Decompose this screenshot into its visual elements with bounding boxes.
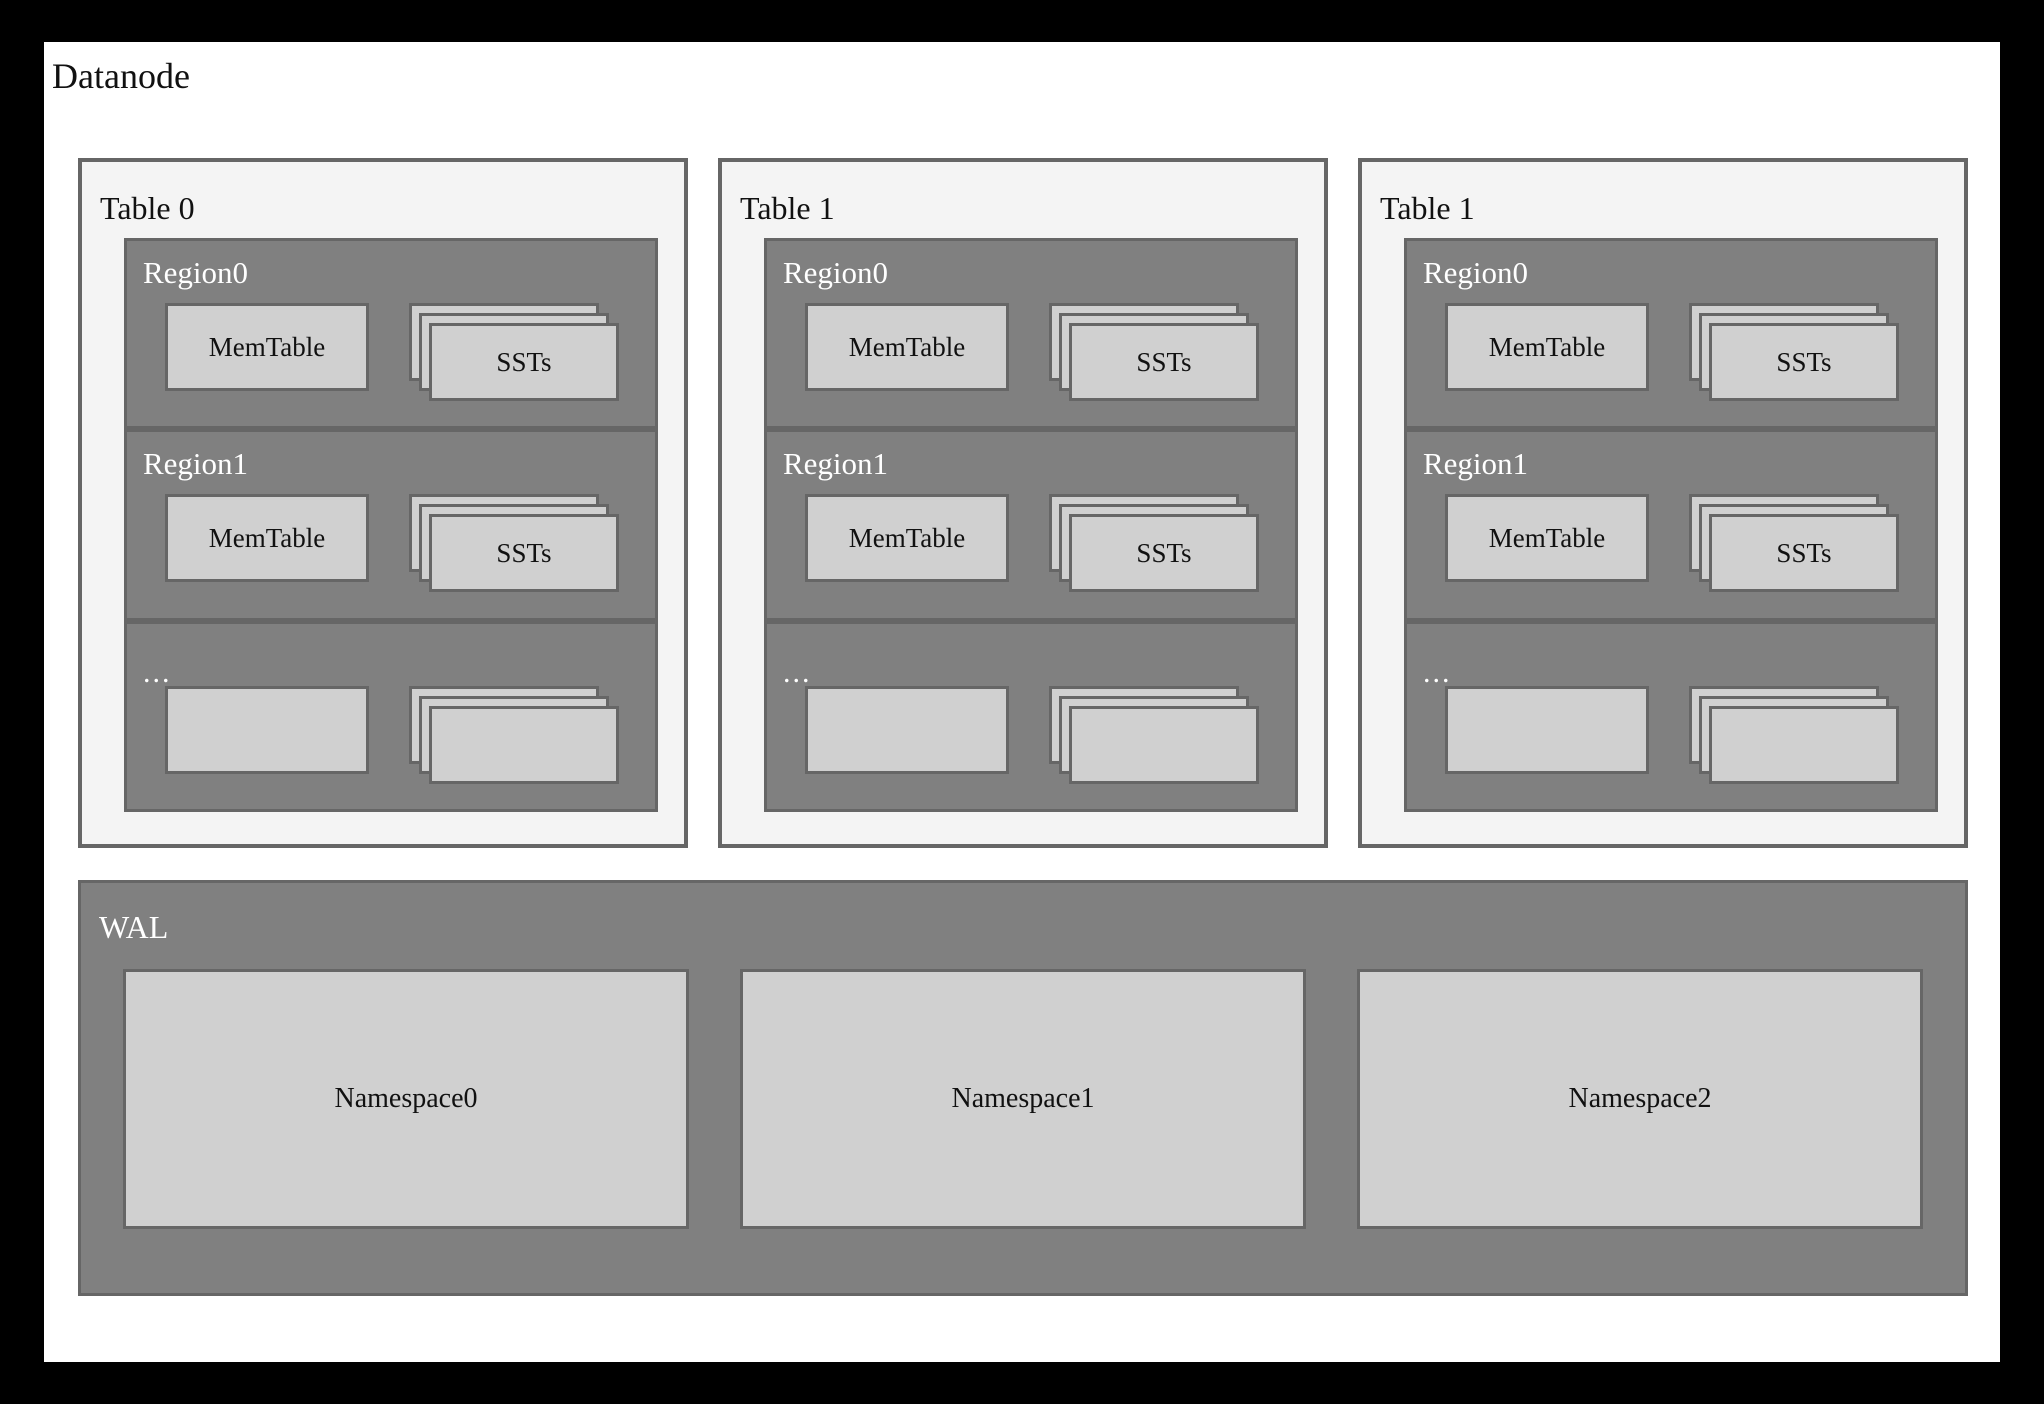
region-body: MemTable SSTs [1407,494,1935,614]
region-block[interactable]: Region1 MemTable SSTs [764,429,1298,621]
table-panel[interactable]: Table 1 Region0 MemTable SSTs Region1 [718,158,1328,848]
page-title: Datanode [52,56,190,96]
memtable-box[interactable]: MemTable [1445,494,1649,583]
sst-stack[interactable]: SSTs [1689,303,1909,411]
memtable-box[interactable] [165,685,369,774]
memtable-box[interactable]: MemTable [805,303,1009,391]
region-label: Region0 [1423,255,1529,290]
sst-stack[interactable] [1689,685,1909,794]
region-label-ellipsis: ... [783,655,812,689]
wal-label: WAL [99,909,169,945]
table-panel[interactable]: Table 1 Region0 MemTable SSTs Region1 [1358,158,1968,848]
sst-sheet-front: SSTs [1709,323,1899,401]
sst-sheet-front: SSTs [1069,323,1259,401]
tables-row: Table 0 Region0 MemTable SSTs Region1 [78,158,1968,848]
sst-sheet-front: SSTs [429,514,619,593]
sst-stack[interactable]: SSTs [1049,494,1269,602]
region-body [767,685,1295,806]
region-body: MemTable SSTs [1407,303,1935,423]
table-label: Table 1 [1380,190,1475,226]
region-block[interactable]: Region0 MemTable SSTs [124,238,658,430]
memtable-box[interactable]: MemTable [805,494,1009,583]
sst-sheet-front: SSTs [1709,514,1899,593]
sst-sheet-front [429,705,619,784]
region-body [1407,685,1935,806]
region-label: Region1 [1423,446,1529,482]
regions-stack: Region0 MemTable SSTs Region1 MemTable [124,238,658,812]
regions-stack: Region0 MemTable SSTs Region1 MemTable [1404,238,1938,812]
table-label: Table 1 [740,190,835,226]
region-label: Region1 [143,446,249,482]
regions-stack: Region0 MemTable SSTs Region1 MemTable [764,238,1298,812]
memtable-box[interactable]: MemTable [1445,303,1649,391]
sst-stack[interactable]: SSTs [409,303,629,411]
region-block[interactable]: Region1 MemTable SSTs [1404,429,1938,621]
memtable-box[interactable]: MemTable [165,494,369,583]
region-label-ellipsis: ... [143,655,172,689]
region-label: Region0 [143,255,249,290]
region-body [127,685,655,806]
sst-stack[interactable]: SSTs [1689,494,1909,602]
region-block[interactable]: Region1 MemTable SSTs [124,429,658,621]
namespace-box[interactable]: Namespace2 [1357,969,1923,1229]
region-block-ellipsis[interactable]: ... [764,620,1298,812]
wal-body: Namespace0 Namespace1 Namespace2 [123,969,1923,1229]
memtable-box[interactable]: MemTable [165,303,369,391]
region-body: MemTable SSTs [767,303,1295,423]
sst-sheet-front [1069,705,1259,784]
region-block-ellipsis[interactable]: ... [1404,620,1938,812]
namespace-box[interactable]: Namespace1 [740,969,1306,1229]
sst-stack[interactable]: SSTs [409,494,629,602]
sst-sheet-front [1709,705,1899,784]
wal-block[interactable]: WAL Namespace0 Namespace1 Namespace2 [78,880,1968,1296]
memtable-box[interactable] [1445,685,1649,774]
memtable-box[interactable] [805,685,1009,774]
sst-stack[interactable]: SSTs [1049,303,1269,411]
region-label: Region0 [783,255,889,290]
sst-stack[interactable] [1049,685,1269,794]
region-body: MemTable SSTs [767,494,1295,614]
region-block[interactable]: Region0 MemTable SSTs [764,238,1298,430]
sst-sheet-front: SSTs [429,323,619,401]
sst-sheet-front: SSTs [1069,514,1259,593]
table-label: Table 0 [100,190,195,226]
region-label: Region1 [783,446,889,482]
region-body: MemTable SSTs [127,494,655,614]
namespace-box[interactable]: Namespace0 [123,969,689,1229]
sst-stack[interactable] [409,685,629,794]
region-label-ellipsis: ... [1423,655,1452,689]
region-block[interactable]: Region0 MemTable SSTs [1404,238,1938,430]
table-panel[interactable]: Table 0 Region0 MemTable SSTs Region1 [78,158,688,848]
region-block-ellipsis[interactable]: ... [124,620,658,812]
datanode-canvas: Datanode Table 0 Region0 MemTable SSTs [44,42,2000,1362]
region-body: MemTable SSTs [127,303,655,423]
